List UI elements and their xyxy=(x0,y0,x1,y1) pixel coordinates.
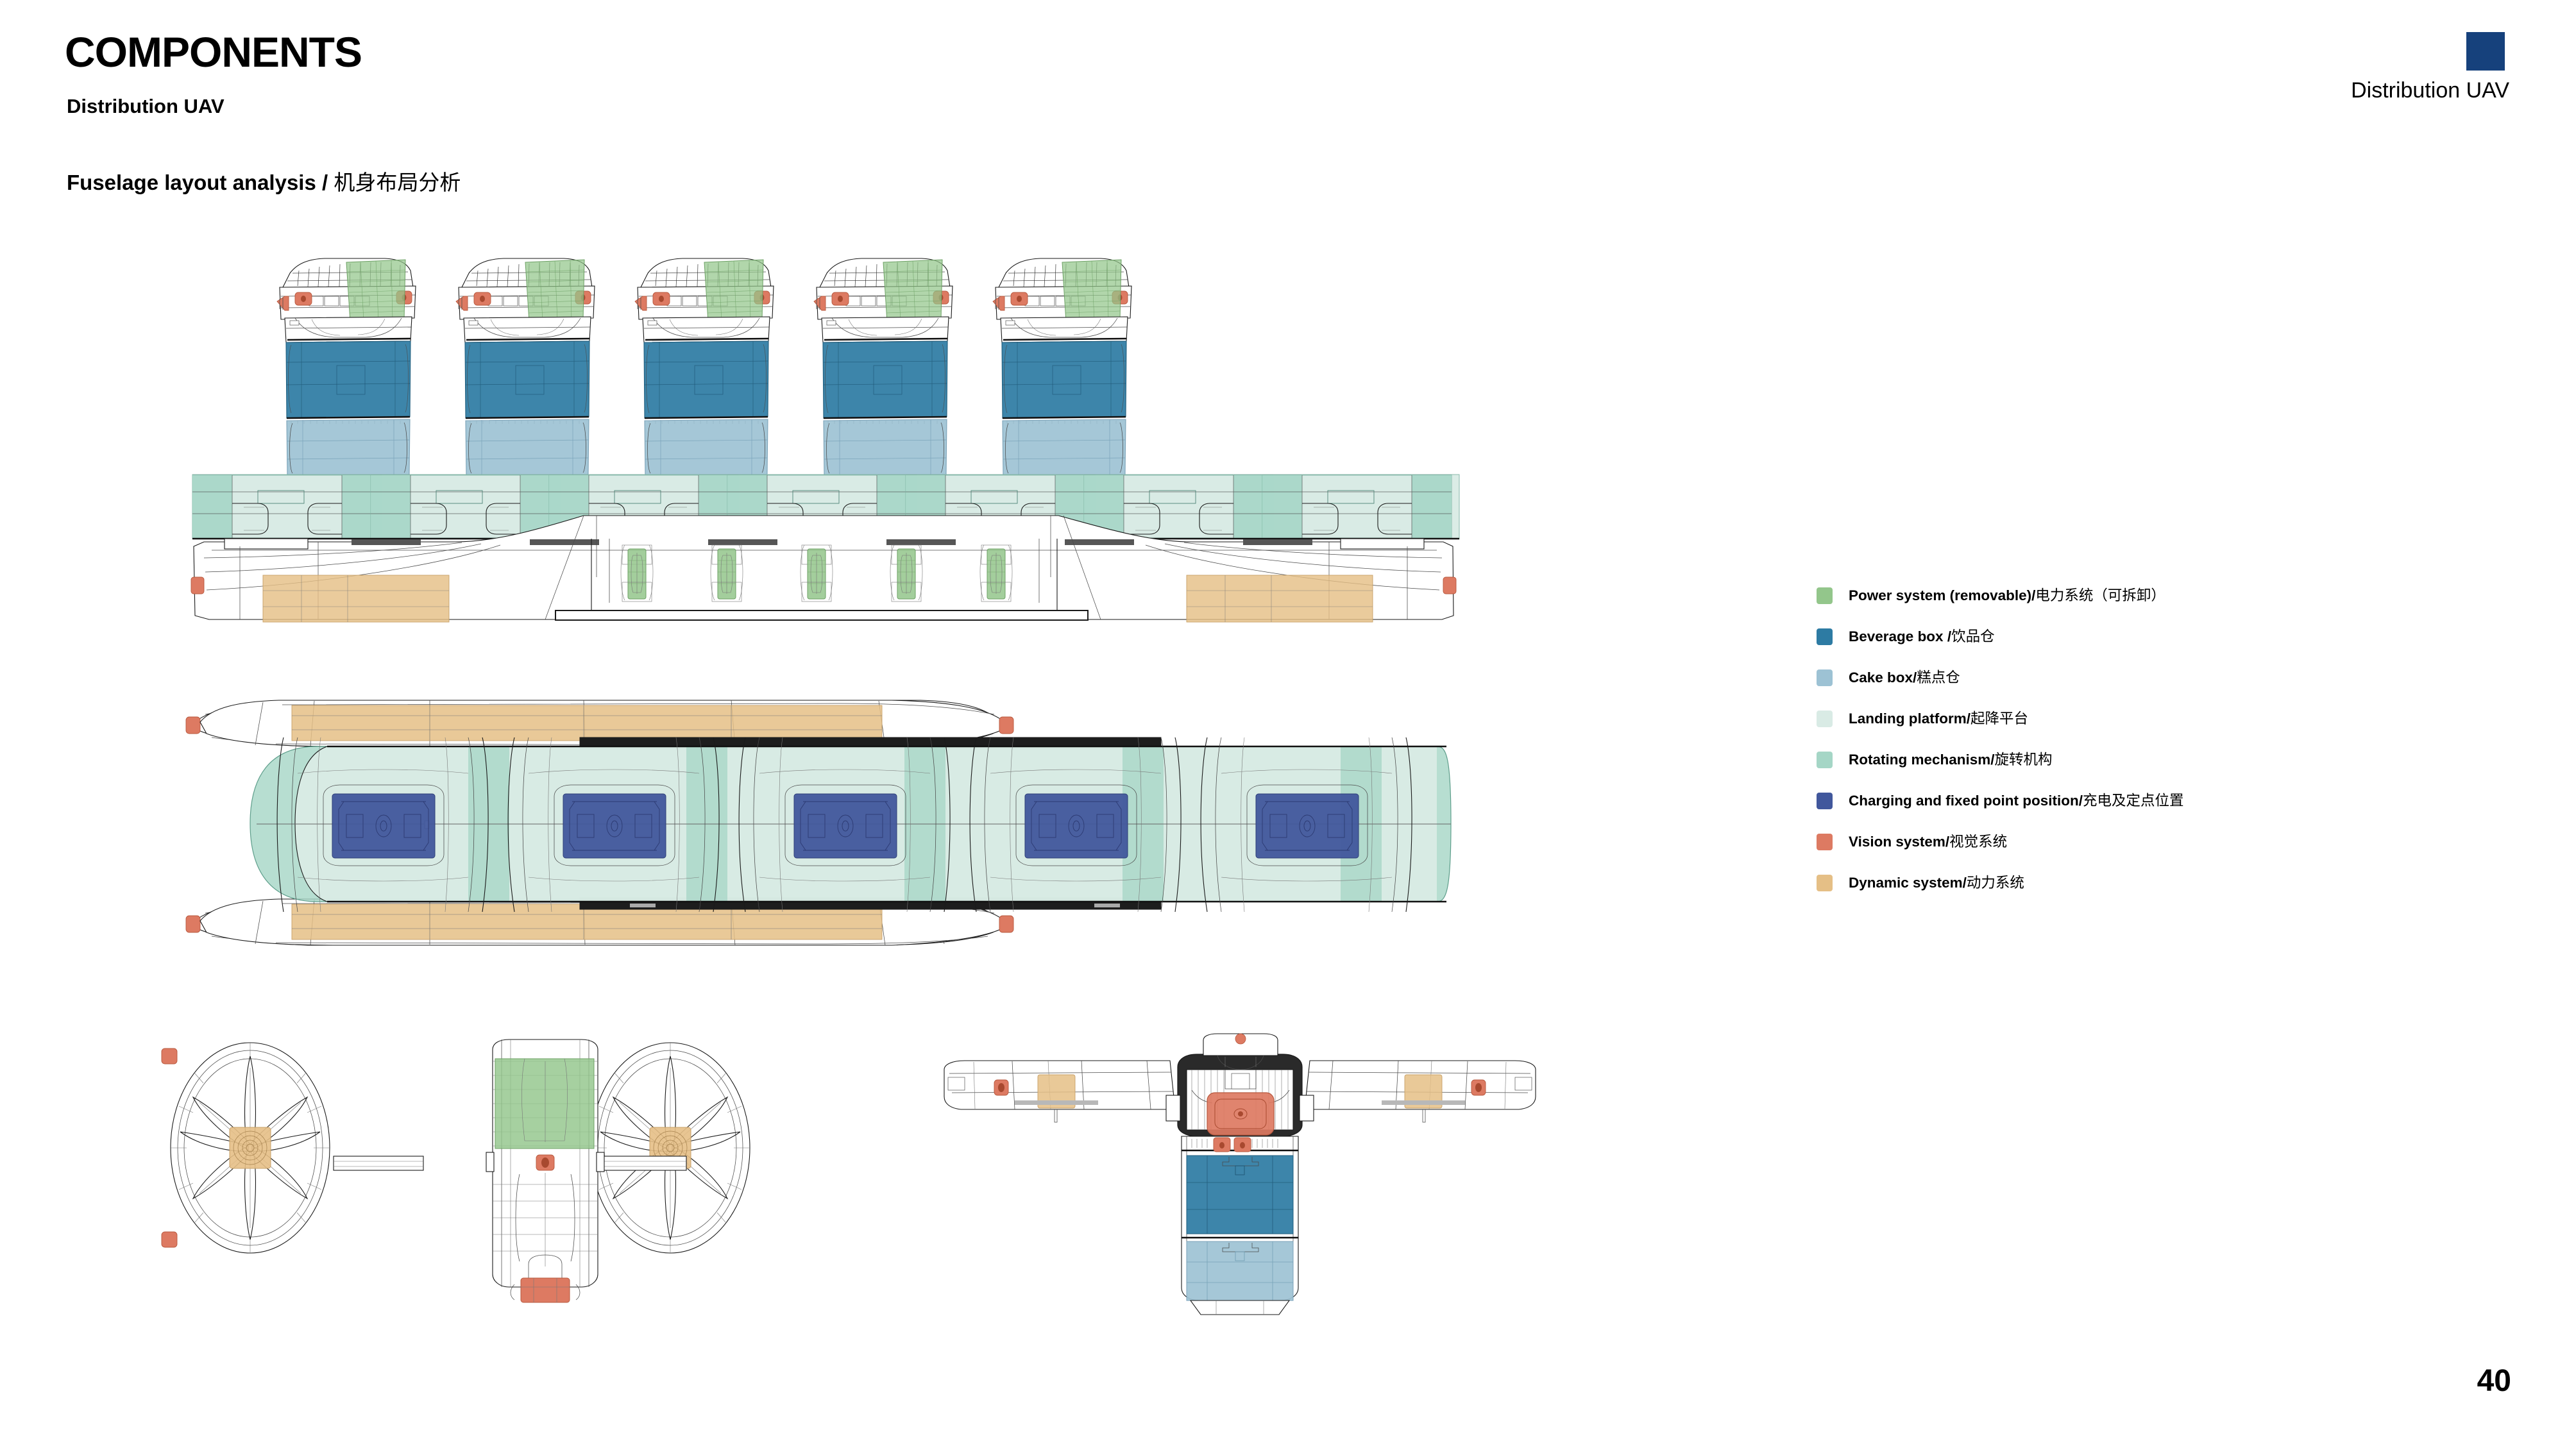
legend-swatch-landing-platform xyxy=(1817,711,1833,727)
legend-item-beverage-box: Beverage box /饮品仓 xyxy=(1817,628,2490,645)
legend: Power system (removable)/电力系统（可拆卸） Bever… xyxy=(1817,587,2490,916)
docked-drone-4 xyxy=(813,257,954,477)
drawing-plan-view xyxy=(185,700,1552,950)
legend-swatch-vision-system xyxy=(1817,834,1833,850)
page-title: COMPONENTS xyxy=(65,28,362,76)
legend-label-dynamic-system: Dynamic system/动力系统 xyxy=(1849,874,2024,891)
ducted-rotor-left xyxy=(161,1042,330,1254)
section-title-en: Fuselage layout analysis / xyxy=(67,171,328,194)
power-system-plan xyxy=(495,1058,595,1149)
drone-body-center xyxy=(486,1039,605,1303)
rotor-arm-left xyxy=(333,1156,424,1171)
drone-head-module xyxy=(1165,1033,1314,1137)
legend-label-power-system: Power system (removable)/电力系统（可拆卸） xyxy=(1849,587,2165,603)
cake-box-front xyxy=(1186,1241,1294,1301)
ducted-rotor-right xyxy=(581,1042,750,1254)
legend-swatch-cake-box xyxy=(1817,669,1833,686)
page-number: 40 xyxy=(2477,1364,2511,1398)
legend-swatch-beverage-box xyxy=(1817,628,1833,645)
legend-swatch-power-system xyxy=(1817,587,1833,604)
drawing-side-elevation xyxy=(191,257,1552,623)
legend-item-dynamic-system: Dynamic system/动力系统 xyxy=(1817,875,2490,891)
dynamic-system-left xyxy=(262,575,450,623)
legend-swatch-charging-point xyxy=(1817,793,1833,809)
docked-drone-2 xyxy=(455,257,596,477)
drone-cargo-stack xyxy=(1181,1136,1299,1315)
docked-drone-1 xyxy=(276,257,417,477)
legend-label-vision-system: Vision system/视觉系统 xyxy=(1849,833,2008,850)
legend-label-cake-box: Cake box/糕点仓 xyxy=(1849,669,1960,686)
section-title: Fuselage layout analysis / 机身布局分析 xyxy=(67,172,461,193)
brand-logo-square xyxy=(2466,32,2505,71)
carrier-fuselage-side xyxy=(191,515,1457,623)
beverage-box-front xyxy=(1186,1155,1294,1234)
drawing-front-rotor-view xyxy=(161,1036,834,1311)
page-subtitle: Distribution UAV xyxy=(67,95,225,117)
legend-label-rotating-mechanism: Rotating mechanism/旋转机构 xyxy=(1849,751,2053,768)
legend-label-landing-platform: Landing platform/起降平台 xyxy=(1849,710,2029,727)
landing-deck-plan xyxy=(250,737,1452,913)
drawing-drone-front-view xyxy=(935,1033,1545,1316)
brand-label: Distribution UAV xyxy=(2351,78,2509,103)
section-title-cjk: 机身布局分析 xyxy=(334,171,461,194)
legend-item-vision-system: Vision system/视觉系统 xyxy=(1817,834,2490,850)
legend-label-charging-point: Charging and fixed point position/充电及定点位… xyxy=(1849,792,2184,809)
legend-item-cake-box: Cake box/糕点仓 xyxy=(1817,669,2490,686)
dynamic-system-right xyxy=(1186,575,1373,623)
wing-left xyxy=(944,1060,1176,1123)
rotor-arm-right xyxy=(596,1156,687,1171)
docked-drone-3 xyxy=(634,257,775,477)
legend-swatch-dynamic-system xyxy=(1817,875,1833,891)
legend-label-beverage-box: Beverage box /饮品仓 xyxy=(1849,628,1995,644)
legend-item-charging-point: Charging and fixed point position/充电及定点位… xyxy=(1817,793,2490,809)
wing-right xyxy=(1304,1060,1536,1123)
docked-drone-5 xyxy=(992,257,1133,477)
legend-item-rotating-mechanism: Rotating mechanism/旋转机构 xyxy=(1817,752,2490,768)
legend-item-power-system: Power system (removable)/电力系统（可拆卸） xyxy=(1817,587,2490,604)
legend-swatch-rotating-mechanism xyxy=(1817,752,1833,768)
legend-item-landing-platform: Landing platform/起降平台 xyxy=(1817,711,2490,727)
